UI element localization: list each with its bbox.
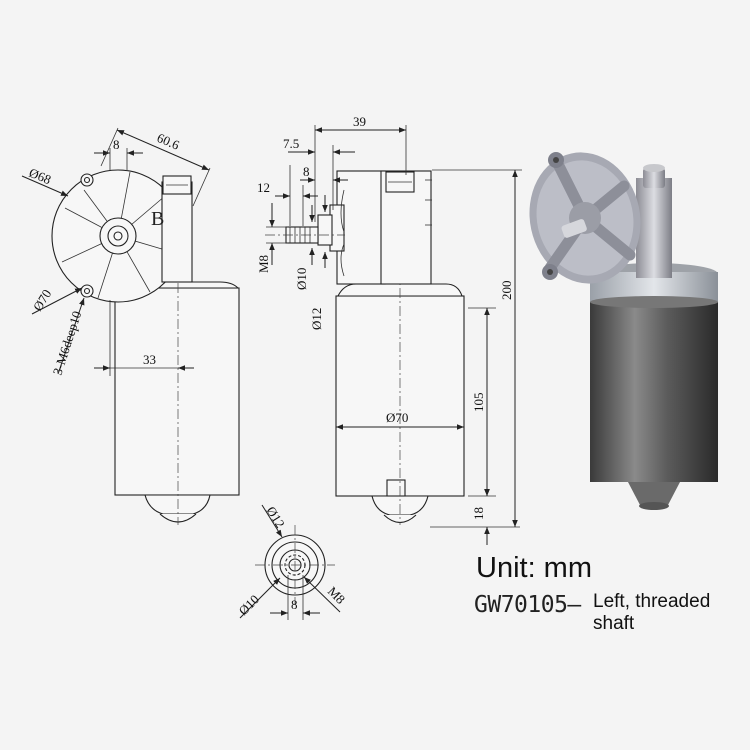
side-collar [317, 214, 333, 246]
side-dim-18: 18 [471, 507, 486, 520]
shaft-dim-m8: M8 [325, 584, 348, 607]
side-dim-200: 200 [499, 281, 514, 301]
front-dim-d70: Ø70 [30, 287, 55, 314]
front-dim-8: 8 [113, 137, 120, 152]
side-dim-m8: M8 [256, 255, 271, 273]
side-endcap-nub [386, 479, 406, 497]
side-dim-12: 12 [257, 180, 270, 195]
side-gearbox [336, 170, 386, 285]
front-motor-body [114, 287, 240, 496]
shaft-note: Left, threaded shaft [593, 591, 711, 634]
side-dim-7-5: 7.5 [283, 136, 299, 151]
model-number: GW70105– [474, 592, 581, 618]
side-dim-d10: Ø10 [294, 268, 309, 290]
front-hub-shaft [113, 231, 123, 241]
shaft-dim-8: 8 [291, 597, 298, 612]
side-dim-d70: Ø70 [386, 410, 408, 425]
shaft-end-view: Ø12 Ø10 M8 8 [236, 504, 348, 620]
front-worm-housing [161, 181, 193, 283]
front-dim-60-6: 60.6 [155, 130, 182, 153]
side-dim-8: 8 [303, 164, 310, 179]
shaft-dim-d12: Ø12 [263, 504, 288, 531]
front-endcap [144, 494, 211, 515]
side-dim-39: 39 [353, 114, 366, 129]
side-dim-105: 105 [471, 393, 486, 413]
front-view: B 8 60.6 Ø68 Ø70 3-M6deep10 33 [21, 127, 240, 525]
front-dim-d68: Ø68 [27, 165, 53, 187]
motor-3d-render [529, 152, 718, 510]
side-view: 39 7.5 8 12 M8 Ø10 Ø12 Ø70 105 [256, 114, 522, 545]
unit-label: Unit: mm [476, 552, 592, 584]
front-dim-33: 33 [143, 352, 156, 367]
front-dim-mount-holes: 3-M6deep10 [50, 309, 85, 377]
shaft-dim-d10: Ø10 [236, 592, 262, 618]
side-dim-d12: Ø12 [309, 308, 324, 330]
front-letter-b: B [151, 208, 164, 230]
